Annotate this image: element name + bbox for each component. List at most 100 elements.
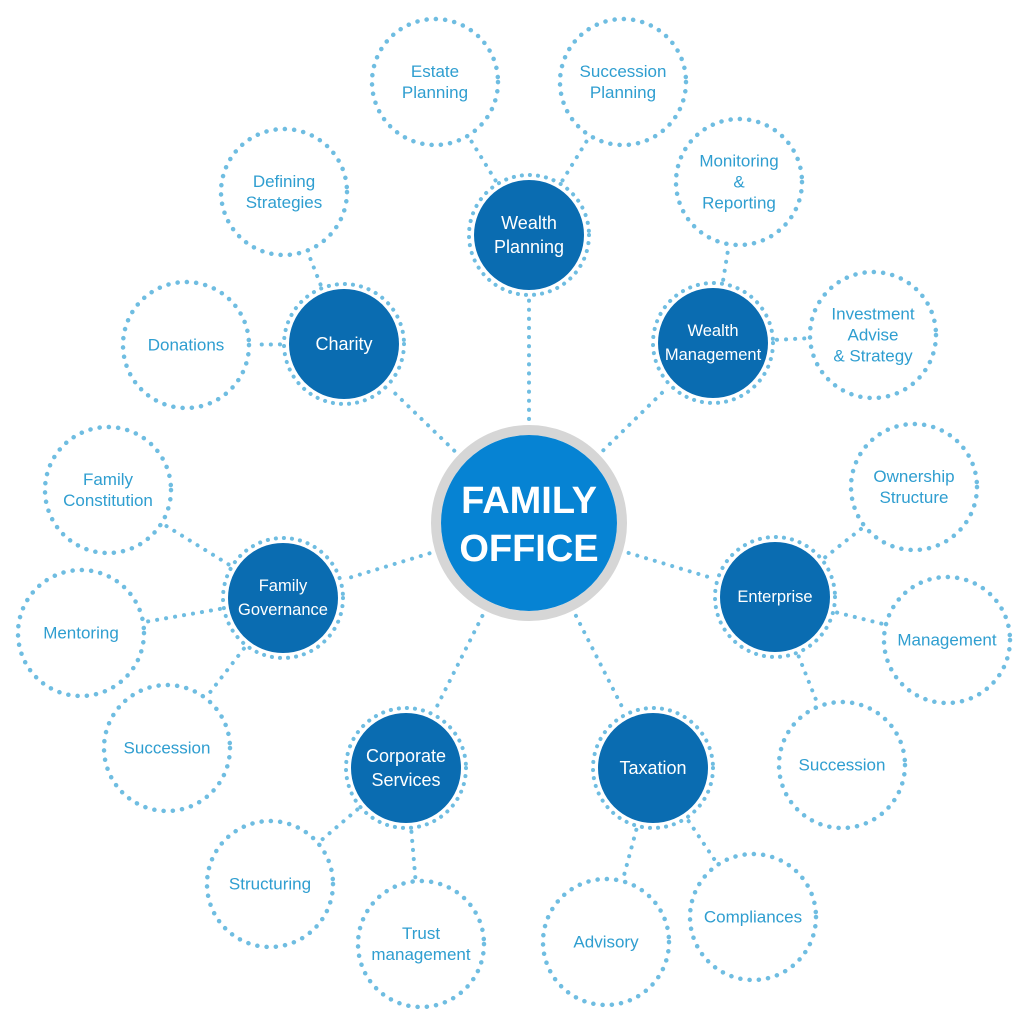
category-node-fill	[598, 713, 708, 823]
category-node-fill	[658, 288, 768, 398]
connector-enterprise-to-management	[835, 610, 885, 626]
category-node-fill	[720, 542, 830, 652]
category-node-dotted-ring	[344, 706, 468, 830]
leaf-node-enterprise-succession: Succession	[776, 699, 908, 831]
leaf-label-enterprise-succession-line-1: Succession	[799, 756, 886, 775]
category-label-corporate-services-line-2: Services	[371, 770, 440, 790]
leaf-node-ring	[355, 878, 487, 1010]
leaf-label-governance-succession-line-1: Succession	[124, 739, 211, 758]
category-node-dotted-ring	[467, 173, 591, 297]
leaf-label-succession-planning-line-2: Planning	[590, 83, 656, 102]
leaf-node-compliances: Compliances	[687, 851, 819, 983]
connector-enterprise-to-enterprise-succession	[796, 654, 820, 705]
leaf-node-structuring: Structuring	[204, 818, 336, 950]
leaf-node-ring	[218, 126, 350, 258]
category-node-fill	[474, 180, 584, 290]
category-label-wealth-management-line-1: Wealth	[687, 322, 738, 340]
category-node-taxation: Taxation	[591, 706, 715, 830]
center-title-line-2: OFFICE	[459, 528, 598, 570]
leaf-node-ring	[204, 818, 336, 950]
connector-center-to-corporate-services	[432, 613, 485, 713]
category-node-fill	[228, 543, 338, 653]
leaf-label-monitoring-reporting-line-2: &	[733, 173, 745, 192]
leaf-label-investment-advise-strategy-line-2: Advise	[847, 326, 898, 345]
category-label-wealth-planning-line-1: Wealth	[501, 213, 557, 233]
leaf-node-ring	[881, 574, 1013, 706]
category-label-enterprise-line-1: Enterprise	[737, 588, 812, 606]
connector-center-to-wealth-management	[601, 385, 670, 453]
connector-corporate-services-to-trust-management	[409, 829, 418, 880]
category-label-family-governance-line-2: Governance	[238, 601, 328, 619]
leaf-label-ownership-structure-line-2: Structure	[880, 488, 949, 507]
connector-wealth-management-to-monitoring-reporting	[721, 246, 731, 282]
leaf-node-ring	[120, 279, 252, 411]
connector-wealth-planning-to-estate-planning	[468, 137, 498, 183]
leaf-node-ring	[369, 16, 501, 148]
leaf-label-monitoring-reporting-line-3: Reporting	[702, 194, 776, 213]
leaf-node-ring	[15, 567, 147, 699]
leaf-node-trust-management: Trust management	[355, 878, 487, 1010]
leaf-label-management-line-1: Management	[897, 631, 997, 650]
category-label-charity-line-1: Charity	[315, 334, 372, 354]
leaf-node-donations: Donations	[120, 279, 252, 411]
leaf-label-family-constitution-line-1: Family	[83, 470, 134, 489]
category-label-wealth-management-line-2: Management	[665, 346, 762, 364]
category-node-enterprise: Enterprise	[713, 535, 837, 659]
connector-charity-to-defining-strategies	[306, 252, 323, 287]
leaf-node-ring	[42, 424, 174, 556]
category-node-fill	[289, 289, 399, 399]
category-label-taxation-line-1: Taxation	[619, 758, 686, 778]
connector-corporate-services-to-structuring	[318, 807, 360, 843]
category-node-dotted-ring	[713, 535, 837, 659]
leaf-label-investment-advise-strategy-line-1: Investment	[831, 305, 914, 324]
leaf-nodes: EstatePlanningSuccessionPlanningMonitori…	[15, 16, 1013, 1010]
category-label-wealth-planning-line-2: Planning	[494, 237, 564, 257]
leaf-node-ring	[848, 421, 980, 553]
leaf-label-donations-line-1: Donations	[148, 336, 225, 355]
category-node-dotted-ring	[282, 282, 406, 406]
leaf-label-monitoring-reporting-line-1: Monitoring	[699, 152, 778, 171]
leaf-label-succession-planning-line-1: Succession	[580, 62, 667, 81]
connector-taxation-to-advisory	[621, 827, 639, 880]
leaf-label-family-constitution-line-2: Constitution	[63, 491, 153, 510]
connector-wealth-management-to-investment-advise-strategy	[774, 336, 809, 342]
leaf-node-monitoring-reporting: Monitoring & Reporting	[673, 116, 805, 248]
leaf-node-ring	[673, 116, 805, 248]
leaf-label-estate-planning-line-1: Estate	[411, 62, 459, 81]
leaf-label-mentoring-line-1: Mentoring	[43, 624, 119, 643]
leaf-label-trust-management-line-1: Trust	[402, 924, 440, 943]
connector-center-to-family-governance	[342, 551, 432, 582]
category-node-dotted-ring	[651, 281, 775, 405]
leaf-node-governance-succession: Succession	[101, 682, 233, 814]
leaf-node-ring	[807, 269, 939, 401]
connector-center-to-taxation	[573, 613, 627, 713]
connector-lines	[145, 137, 885, 880]
category-nodes: WealthPlanningWealthManagementEnterprise…	[221, 173, 837, 830]
category-node-charity: Charity	[282, 282, 406, 406]
center-node-fill	[441, 435, 617, 611]
connector-wealth-planning-to-succession-planning	[560, 137, 590, 183]
leaf-node-ring	[776, 699, 908, 831]
leaf-node-advisory: Advisory	[540, 876, 672, 1008]
leaf-node-ring	[687, 851, 819, 983]
leaf-label-estate-planning-line-2: Planning	[402, 83, 468, 102]
leaf-label-trust-management-line-2: management	[371, 945, 471, 964]
connector-enterprise-to-ownership-structure	[823, 526, 864, 560]
connector-family-governance-to-family-constitution	[163, 523, 231, 567]
category-node-dotted-ring	[221, 536, 345, 660]
leaf-label-investment-advise-strategy-line-3: & Strategy	[833, 347, 913, 366]
leaf-label-compliances-line-1: Compliances	[704, 908, 802, 927]
leaf-node-management: Management	[881, 574, 1013, 706]
leaf-label-advisory-line-1: Advisory	[573, 933, 639, 952]
category-node-fill	[351, 713, 461, 823]
